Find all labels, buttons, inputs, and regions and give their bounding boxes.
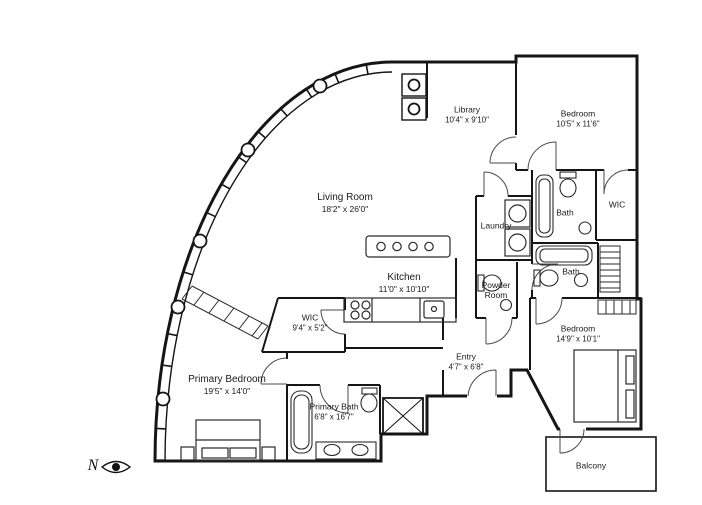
kitchen-fixtures (343, 235, 457, 323)
sink (573, 272, 589, 288)
sink (499, 298, 513, 312)
bathtub (535, 245, 593, 266)
room-label-primary-bath: Primary Bath 6'8" x 16'7" (309, 401, 358, 422)
room-name: Kitchen (387, 271, 421, 283)
room-name: WIC (608, 199, 626, 210)
room-dims: 14'9" x 10'1" (556, 334, 600, 344)
room-name: Bath (562, 266, 580, 277)
vanity (315, 441, 377, 460)
cooktop-burner (350, 310, 360, 320)
interior-walls (261, 62, 641, 461)
sink (578, 221, 592, 235)
kitchen-sink (423, 300, 445, 319)
toilet (559, 171, 577, 179)
door-openings (467, 392, 586, 433)
pillow (229, 447, 257, 459)
room-label-primary-bedroom: Primary Bedroom 19'5" x 14'0" (188, 373, 266, 397)
sink (323, 443, 341, 457)
door-arc-primary-bath (319, 384, 349, 414)
room-label-library: Library 10'4" x 9'10" (445, 104, 489, 125)
room-label-entry: Entry 4'7" x 6'8" (449, 351, 484, 372)
laundry-fixtures (504, 199, 531, 257)
room-name: Bedroom (560, 108, 596, 119)
dryer-icon (504, 228, 531, 257)
balcony-outline (545, 436, 657, 492)
beds (180, 349, 637, 462)
column-icon (170, 299, 186, 315)
room-label-wic-left: WIC 9'4" x 5'2" (293, 312, 328, 333)
compass-icon (100, 460, 132, 474)
door-arc-primary-bedroom (260, 357, 288, 385)
door-arcs (260, 136, 629, 454)
column-icon (312, 78, 328, 94)
room-dims: 10'4" x 9'10" (445, 115, 489, 125)
room-name: Entry (456, 351, 476, 362)
bathroom-fixtures (290, 171, 593, 460)
nightstand (261, 446, 276, 461)
room-dims: 10'5" x 11'6" (556, 119, 600, 129)
toilet (477, 274, 485, 292)
pillow (201, 447, 229, 459)
room-name: Bath (556, 207, 574, 218)
door-arc-wic-right (603, 169, 629, 195)
room-label-living-room: Living Room 18'2" x 26'0" (317, 191, 373, 215)
room-name: Library (454, 104, 480, 115)
column-icon (240, 142, 256, 158)
closet-hatches (181, 245, 637, 340)
elevator-shaft (382, 397, 424, 435)
room-label-bedroom-top: Bedroom 10'5" x 11'6" (556, 108, 599, 129)
bed (573, 349, 637, 423)
door-arc-entry (467, 369, 497, 397)
room-dims: 4'7" x 6'8" (448, 362, 484, 372)
room-name: Laundry (480, 220, 512, 231)
washer-icon (504, 199, 531, 228)
sink (351, 443, 369, 457)
cooktop-burner (361, 300, 371, 310)
door-arc-bedroom-right (535, 297, 563, 325)
column-icon (407, 78, 421, 92)
room-name: Primary Bath (309, 401, 359, 412)
room-label-powder-room: Powder Room (472, 280, 520, 301)
bathtub (290, 390, 313, 454)
pillow (625, 389, 635, 419)
door-arc-balcony (559, 428, 585, 454)
room-dims: 18'2" x 26'0" (321, 203, 369, 214)
room-name: Balcony (575, 460, 607, 471)
room-name: Powder Room (481, 280, 511, 300)
nightstand (180, 446, 195, 461)
kitchen-island (365, 235, 451, 258)
door-arc-library (489, 136, 517, 164)
room-label-bath-mid: Bath (562, 266, 580, 277)
bathtub (535, 174, 554, 238)
compass-north-label: N (87, 457, 99, 474)
room-label-laundry: Laundry (481, 220, 512, 231)
pillow (625, 355, 635, 385)
room-label-balcony: Balcony (576, 460, 606, 471)
room-label-wic-right: WIC (609, 199, 626, 210)
cooktop-burner (350, 300, 360, 310)
door-arc-powder-room (485, 317, 513, 345)
room-dims: 6'8" x 16'7" (314, 412, 354, 422)
curve-columns (155, 73, 427, 407)
column-icon (192, 233, 208, 249)
kitchen-counter (343, 297, 457, 323)
room-label-bath-top: Bath (556, 207, 574, 218)
room-name: Bedroom (560, 323, 596, 334)
room-name: Living Room (317, 191, 373, 203)
toilet (361, 387, 378, 395)
room-name: WIC (301, 312, 319, 323)
room-name: Primary Bedroom (188, 373, 266, 385)
column-icon (155, 391, 171, 407)
door-arc-bedroom-top (527, 141, 557, 171)
door-arc-laundry (483, 171, 509, 197)
door-arc-wic-left (320, 309, 346, 335)
cooktop-burner (361, 310, 371, 320)
room-dims: 11'0" x 10'10" (378, 283, 430, 294)
room-dims: 9'4" x 5'2" (292, 323, 328, 333)
room-label-kitchen: Kitchen 11'0" x 10'10" (379, 271, 430, 295)
room-label-bedroom-right: Bedroom 14'9" x 10'1" (556, 323, 600, 344)
column-icon (407, 102, 421, 116)
room-dims: 19'5" x 14'0" (203, 385, 251, 396)
